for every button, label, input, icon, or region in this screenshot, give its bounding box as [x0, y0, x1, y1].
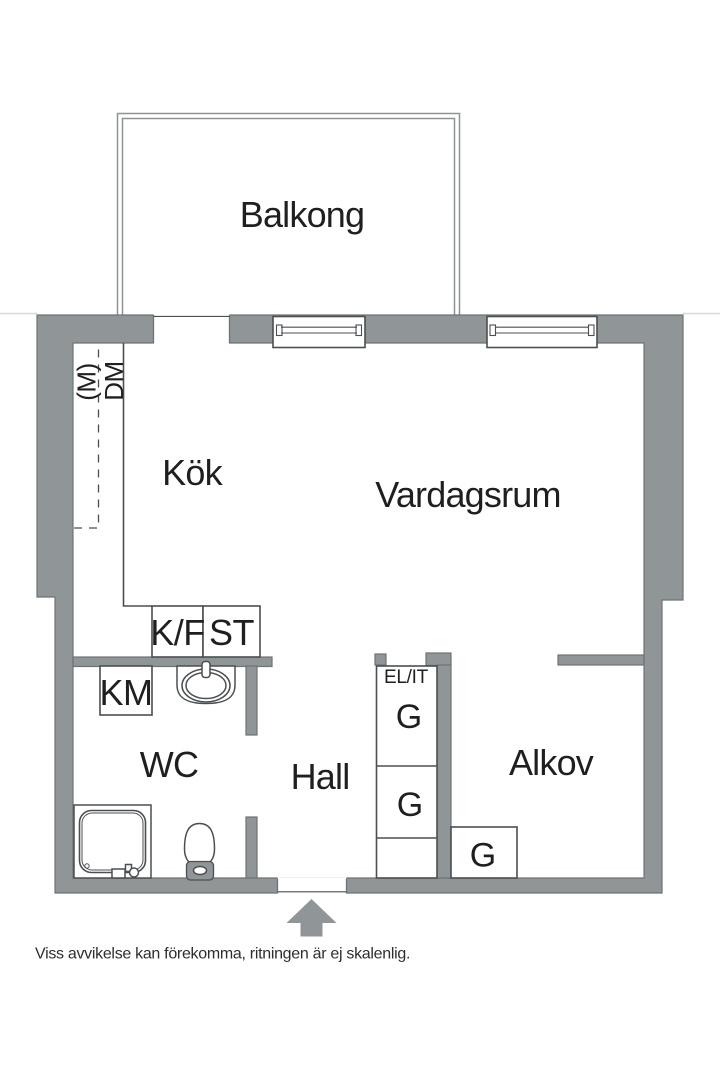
- hall-closet-column: [375, 665, 438, 879]
- cleaning-cabinet-box: [202, 605, 261, 658]
- window-1: [272, 315, 366, 349]
- label-el-it: EL/IT: [384, 667, 429, 688]
- wc-divider-wall: [72, 656, 273, 668]
- toilet-flush-button: [192, 865, 208, 876]
- room-label-hall: Hall: [291, 756, 350, 797]
- kitchen-boundary-line: [122, 343, 152, 607]
- shower: [73, 804, 152, 879]
- shower-fixture: [111, 868, 126, 879]
- room-label-wc: WC: [140, 744, 198, 785]
- closet-wall-right: [436, 664, 452, 879]
- label-wardrobe-2: G: [397, 786, 423, 824]
- perimeter-wall: [36, 314, 684, 894]
- room-label-balcony: Balkong: [240, 194, 365, 235]
- room-label-living-room: Vardagsrum: [375, 474, 560, 515]
- wc-door-stub-lower: [245, 816, 258, 879]
- wc-door-stub-upper: [245, 665, 258, 736]
- room-label-kitchen: Kök: [162, 452, 223, 493]
- label-microwave: (M): [72, 363, 102, 400]
- entrance-opening: [276, 877, 348, 895]
- entrance-arrow-icon: [286, 899, 337, 937]
- label-fridge-freezer: K/F: [150, 612, 205, 653]
- label-washing-machine: KM: [100, 672, 153, 713]
- balcony-door-opening: [152, 313, 231, 345]
- alcove-divider-wall: [557, 654, 645, 666]
- label-cleaning-cabinet: ST: [209, 612, 255, 653]
- disclaimer-text: Viss avvikelse kan förekomma, ritningen …: [35, 946, 410, 963]
- label-wardrobe-3: G: [470, 837, 496, 875]
- washing-machine-box: [99, 665, 153, 716]
- sink-faucet: [201, 660, 211, 679]
- label-wardrobe-1: G: [396, 698, 422, 736]
- sink: [176, 660, 236, 705]
- balcony-rail-inner: [121, 117, 456, 315]
- closet-wall-stub-left: [374, 653, 387, 666]
- label-dishwasher: DM: [99, 361, 129, 400]
- balcony-rail-outer: [116, 112, 461, 315]
- window-2: [486, 315, 598, 349]
- toilet: [183, 822, 216, 881]
- room-label-alcove: Alkov: [509, 742, 594, 783]
- wardrobe-box-3: [450, 826, 518, 879]
- closet-wall-top: [425, 652, 452, 667]
